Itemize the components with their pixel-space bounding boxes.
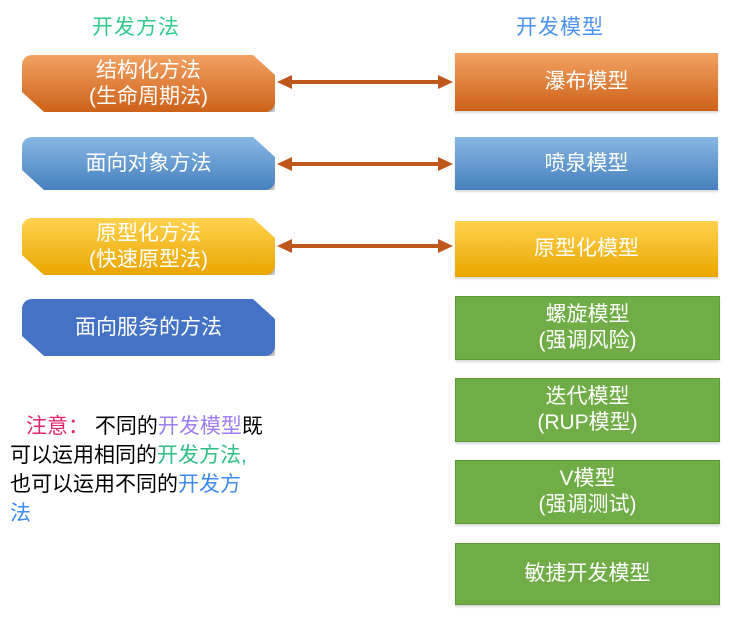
model-box-waterfall-line1: 瀑布模型: [544, 70, 629, 93]
model-box-agile-line1: 敏捷开发模型: [524, 562, 651, 585]
method-box-structured: 结构化方法 (生命周期法): [22, 55, 275, 112]
method-box-structured-line2: (生命周期法): [89, 84, 208, 108]
model-box-agile: 敏捷开发模型: [455, 543, 720, 605]
arrow-shaft: [292, 162, 438, 166]
left-column-title: 开发方法: [92, 16, 180, 39]
note-segment: 法: [10, 502, 31, 525]
model-box-iterative-line2: (RUP模型): [537, 411, 638, 434]
method-box-prototyping-line2: (快速原型法): [89, 247, 208, 271]
arrow-shaft: [292, 80, 438, 84]
model-box-prototype-line1: 原型化模型: [534, 237, 639, 260]
model-box-spiral: 螺旋模型 (强调风险): [455, 296, 720, 360]
model-box-spiral-line1: 螺旋模型: [545, 303, 630, 326]
model-box-fountain-line1: 喷泉模型: [544, 151, 629, 175]
model-box-iterative-line1: 迭代模型: [545, 385, 630, 408]
arrow-right-head-icon: [438, 75, 453, 89]
model-box-waterfall: 瀑布模型: [455, 53, 718, 111]
arrow-left-head-icon: [277, 157, 292, 171]
note-segment: 也可以运用不同的: [10, 473, 178, 496]
note-segment: 开发方: [178, 473, 241, 496]
method-box-prototyping-line1: 原型化方法: [96, 221, 201, 245]
method-box-service-oriented-line1: 面向服务的方法: [75, 315, 222, 339]
arrow-right-head-icon: [438, 157, 453, 171]
model-box-prototype: 原型化模型: [455, 221, 718, 277]
model-box-v: V模型 (强调测试): [455, 460, 720, 524]
arrow-structured-waterfall: [277, 73, 453, 91]
model-box-fountain: 喷泉模型: [455, 137, 718, 190]
note-segment: 既: [241, 415, 263, 438]
model-box-v-line1: V模型: [559, 467, 616, 490]
note-segment: 不同的: [89, 415, 158, 438]
method-box-structured-line1: 结构化方法: [96, 58, 201, 82]
arrow-shaft: [292, 244, 438, 248]
method-box-service-oriented: 面向服务的方法: [22, 299, 275, 356]
method-box-prototyping: 原型化方法 (快速原型法): [22, 218, 275, 275]
method-box-object-oriented-line1: 面向对象方法: [85, 151, 212, 175]
right-column-title: 开发模型: [516, 16, 604, 39]
note-line-4: 法: [10, 499, 286, 528]
note-text: 注意： 不同的开发模型既 可以运用相同的开发方法, 也可以运用不同的开发方 法: [10, 412, 286, 528]
note-line-2: 可以运用相同的开发方法,: [10, 441, 286, 470]
note-segment: 注意：: [26, 415, 89, 438]
note-line-3: 也可以运用不同的开发方: [10, 470, 286, 499]
method-box-object-oriented: 面向对象方法: [22, 137, 275, 190]
model-box-spiral-line2: (强调风险): [538, 329, 637, 352]
note-segment: 开发模型: [157, 415, 242, 438]
model-box-iterative: 迭代模型 (RUP模型): [455, 378, 720, 442]
note-line-1: 注意： 不同的开发模型既: [10, 412, 286, 441]
note-segment: 可以运用相同的: [10, 444, 157, 467]
arrow-prototyping-prototype: [277, 237, 453, 255]
note-segment: 开发方法,: [157, 444, 247, 467]
arrow-object-fountain: [277, 155, 453, 173]
arrow-left-head-icon: [277, 75, 292, 89]
arrow-left-head-icon: [277, 239, 292, 253]
arrow-right-head-icon: [438, 239, 453, 253]
model-box-v-line2: (强调测试): [538, 493, 637, 516]
